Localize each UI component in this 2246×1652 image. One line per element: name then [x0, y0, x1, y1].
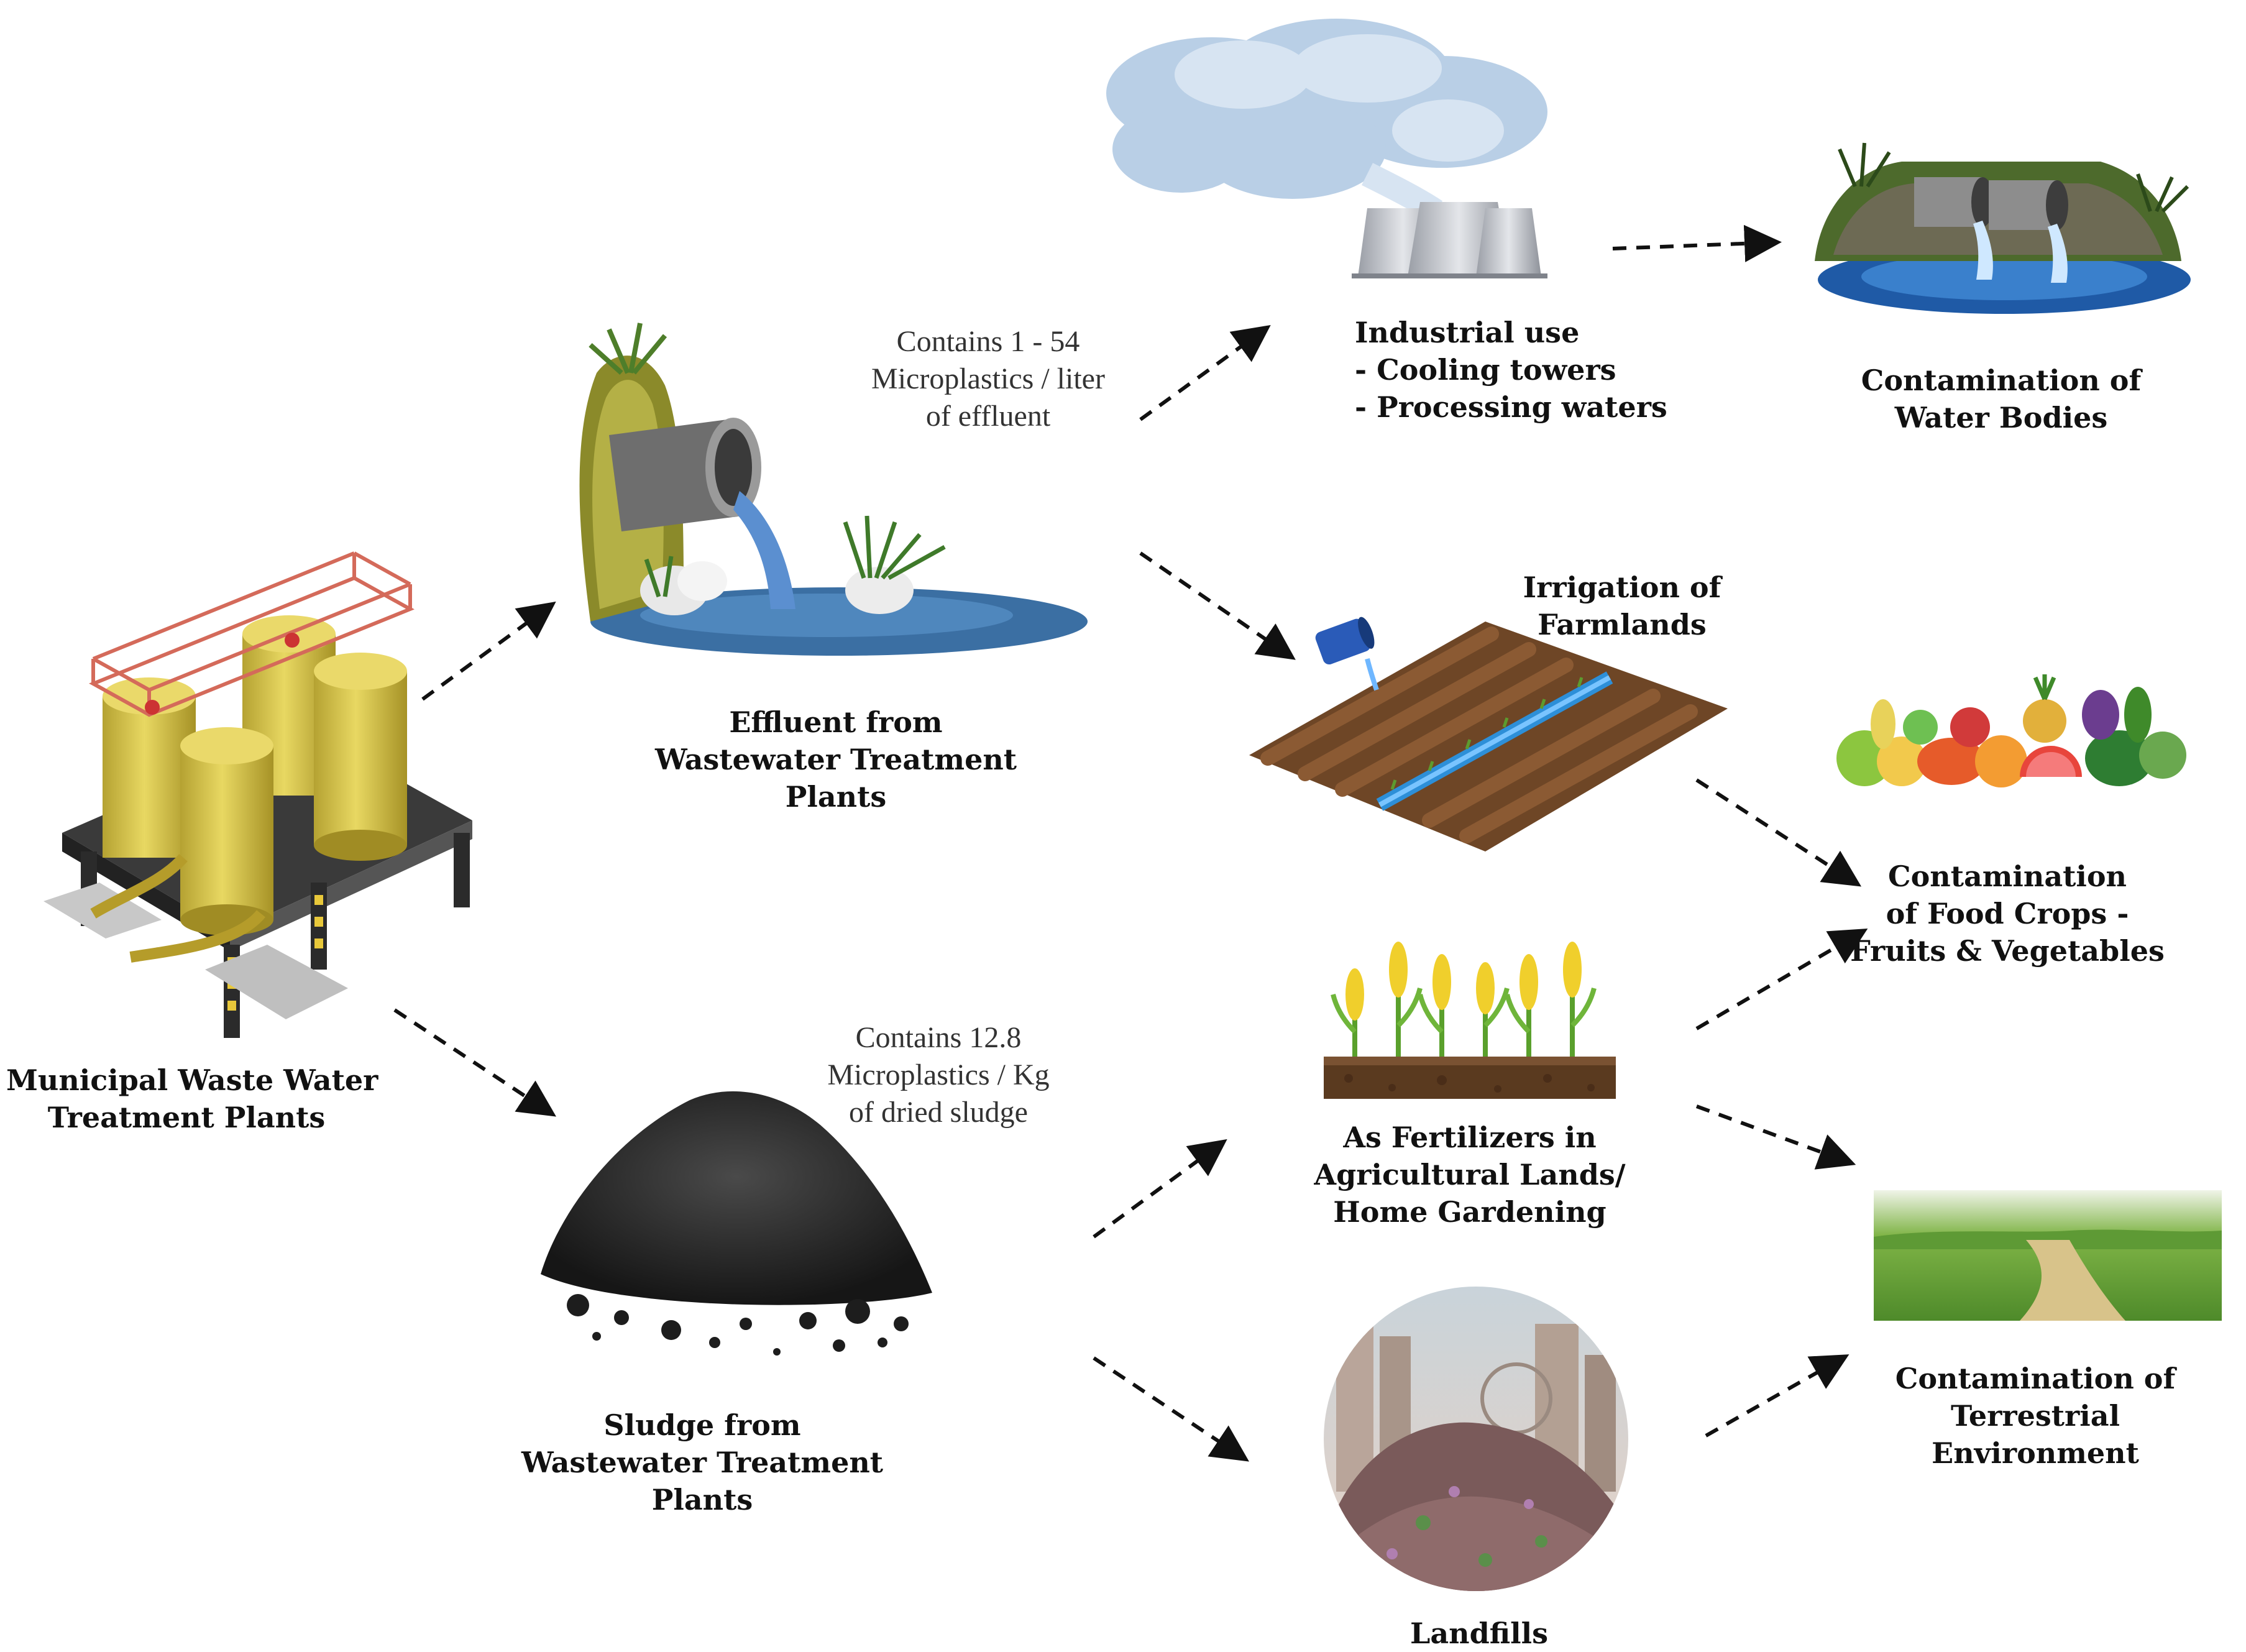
industrial-use-label-line2: - Cooling towers [1355, 353, 1616, 387]
fertilizers-label-line1: As Fertilizers in [1343, 1121, 1597, 1154]
fertilizers-label-line2: Agricultural Lands/ [1314, 1158, 1626, 1191]
sludge-label-line1: Sludge from [603, 1408, 801, 1442]
terrestrial-label-line3: Environment [1932, 1436, 2139, 1470]
landfill-illustration [1324, 1287, 1628, 1591]
arrow-sludge-to-landfill [1093, 1356, 1249, 1462]
industrial-use-label-line3: - Processing waters [1355, 390, 1667, 424]
arrow-fertilizer-to-terrestrial [1695, 1104, 1856, 1170]
sludge-pile-illustration [541, 1091, 932, 1356]
effluent-label-line3: Plants [785, 780, 887, 814]
industrial-use-label: Industrial use - Cooling towers - Proces… [1355, 314, 1667, 426]
terrestrial-landscape-illustration [1874, 1190, 2222, 1321]
water-bodies-label-line2: Water Bodies [1894, 401, 2108, 434]
food-crops-label: Contamination of Food Crops - Fruits & V… [1840, 858, 2175, 970]
water-bodies-label-line1: Contamination of [1861, 364, 2142, 397]
arrow-industrial-to-water [1612, 224, 1782, 262]
sludge-note-line3: of dried sludge [849, 1096, 1028, 1129]
arrow-plant-to-sludge [393, 1008, 557, 1117]
effluent-note-line3: of effluent [925, 400, 1051, 433]
irrigation-label-line2: Farmlands [1538, 608, 1707, 641]
arrow-irrigation-to-crops [1695, 778, 1862, 887]
food-crops-label-line2: of Food Crops - [1886, 897, 2129, 930]
fertilizers-label-line3: Home Gardening [1333, 1195, 1607, 1229]
food-crops-label-line3: Fruits & Vegetables [1850, 934, 2165, 968]
sludge-label-line3: Plants [651, 1483, 753, 1517]
arrow-landfill-to-terrestrial [1705, 1354, 1850, 1438]
water-outfall-illustration [1815, 142, 2191, 314]
municipal-plant-label-line2: Treatment Plants [47, 1101, 326, 1134]
arrow-sludge-to-fertilizer [1093, 1139, 1227, 1239]
effluent-label: Effluent from Wastewater Treatment Plant… [649, 704, 1022, 815]
municipal-plant-label: Municipal Waste Water Treatment Plants [6, 1062, 378, 1136]
sludge-label: Sludge from Wastewater Treatment Plants [516, 1406, 889, 1518]
flow-arrows [393, 224, 1868, 1462]
sludge-label-line2: Wastewater Treatment [521, 1446, 884, 1479]
fertilizers-label: As Fertilizers in Agricultural Lands/ Ho… [1290, 1119, 1650, 1231]
corn-field-illustration [1324, 942, 1616, 1099]
landfills-label-line1: Landfills [1409, 1617, 1549, 1650]
arrow-effluent-to-industrial [1139, 324, 1271, 421]
effluent-label-line1: Effluent from [729, 705, 943, 739]
effluent-note-line1: Contains 1 - 54 [896, 325, 1080, 358]
arrow-effluent-to-irrigation [1139, 551, 1296, 660]
effluent-microplastics-note: Contains 1 - 54 Microplastics / liter of… [827, 323, 1150, 435]
fruits-vegetables-illustration [1836, 674, 2186, 787]
arrow-plant-to-effluent [421, 601, 556, 701]
sludge-microplastics-note: Contains 12.8 Microplastics / Kg of drie… [777, 1019, 1100, 1131]
effluent-pipe-illustration [579, 323, 1088, 656]
sludge-note-line2: Microplastics / Kg [827, 1058, 1050, 1091]
terrestrial-label: Contamination of Terrestrial Environment [1874, 1360, 2197, 1472]
effluent-label-line2: Wastewater Treatment [654, 743, 1017, 776]
landfills-label: Landfills [1367, 1615, 1591, 1652]
municipal-plant-label-line1: Municipal Waste Water [6, 1063, 378, 1097]
food-crops-label-line1: Contamination [1887, 860, 2127, 893]
irrigation-label-line1: Irrigation of [1523, 571, 1721, 604]
irrigation-label: Irrigation of Farmlands [1504, 569, 1740, 643]
treatment-plant-illustration [44, 551, 472, 1038]
terrestrial-label-line1: Contamination of [1895, 1362, 2176, 1395]
water-bodies-label: Contamination of Water Bodies [1840, 362, 2163, 436]
cooling-towers-illustration [1106, 19, 1547, 278]
sludge-note-line1: Contains 12.8 [855, 1021, 1022, 1054]
terrestrial-label-line2: Terrestrial [1950, 1399, 2120, 1433]
effluent-note-line2: Microplastics / liter [871, 362, 1105, 395]
irrigation-farmland-illustration [1249, 617, 1728, 851]
arrow-fertilizer-to-crops [1695, 928, 1868, 1030]
industrial-use-label-line1: Industrial use [1355, 316, 1580, 349]
